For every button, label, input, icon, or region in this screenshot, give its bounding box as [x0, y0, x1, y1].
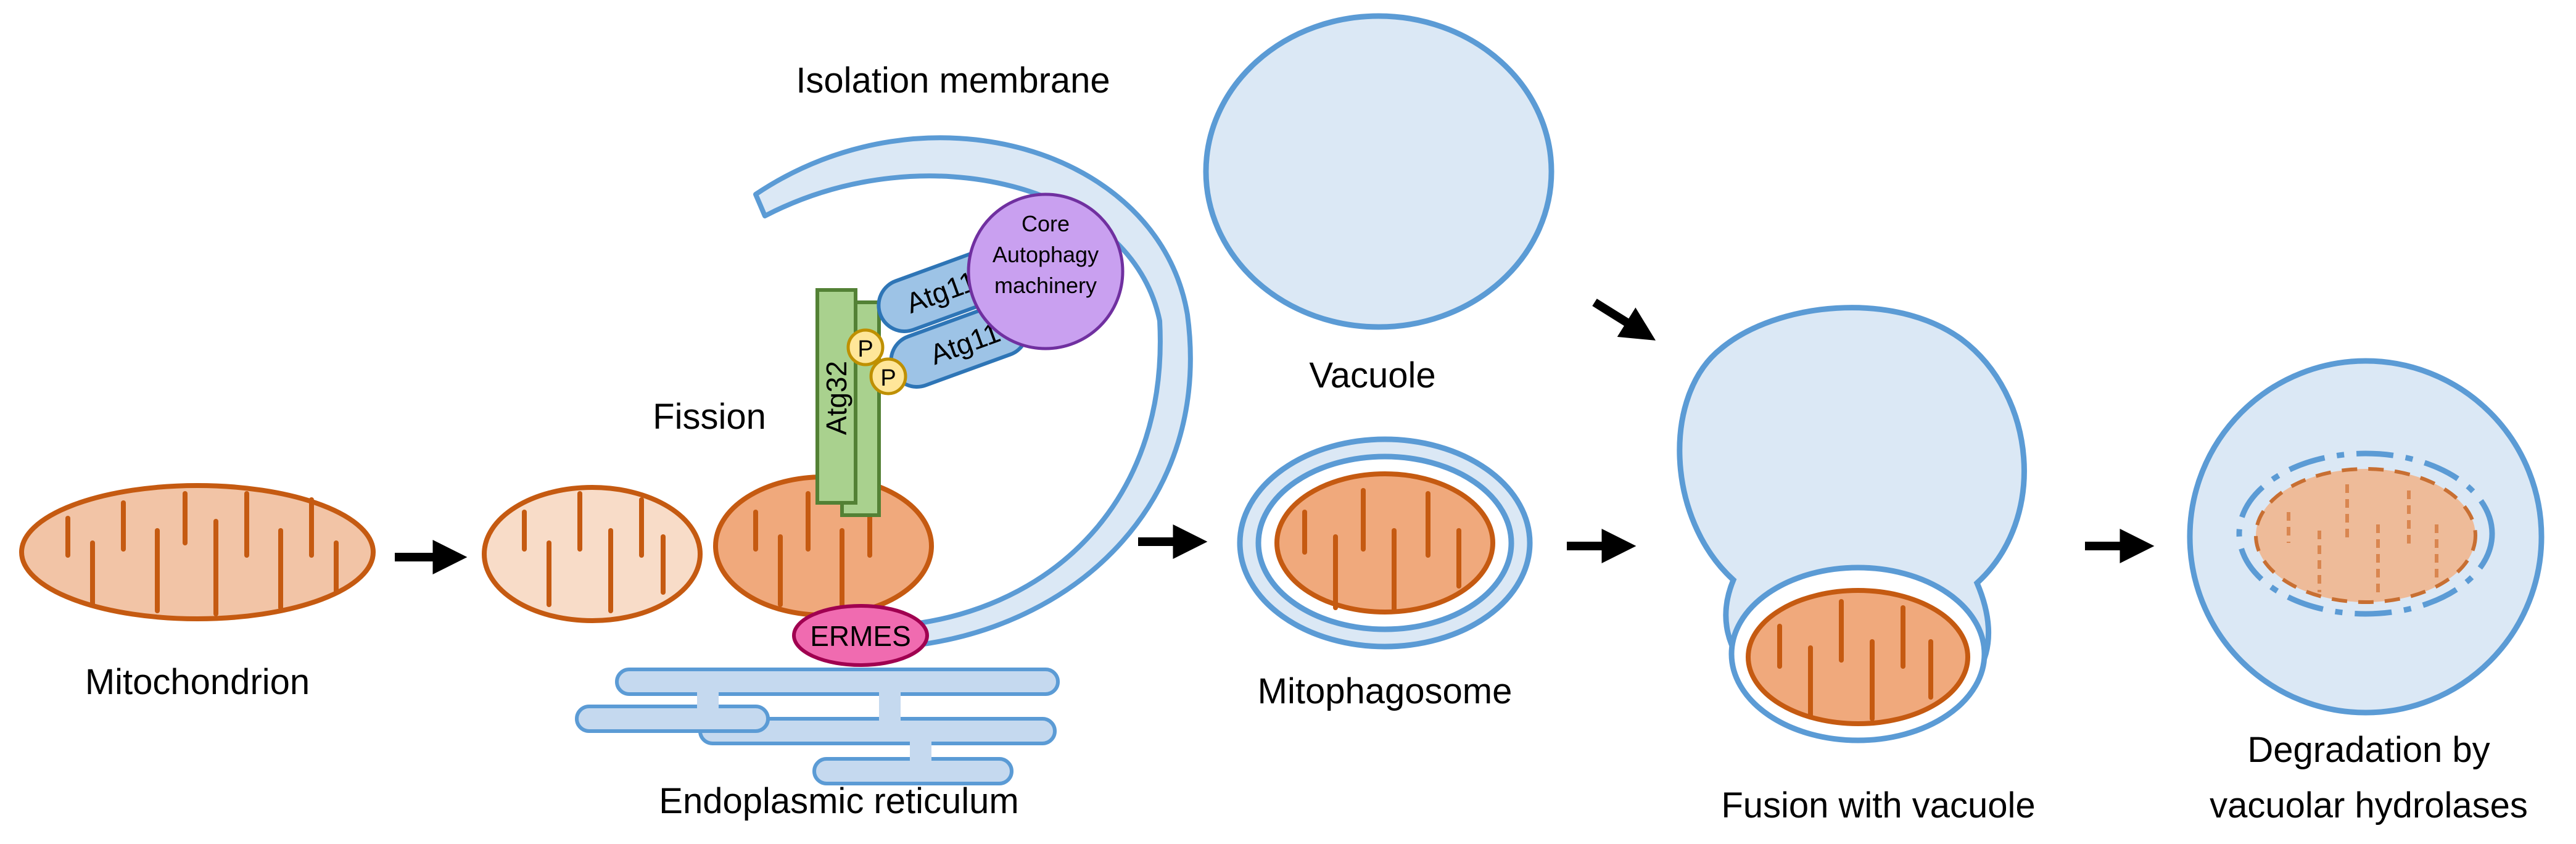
core-autophagy-machinery: Core Autophagy machinery	[967, 192, 1125, 350]
mitochondrion-fragment-light	[482, 485, 703, 623]
mitophagosome	[1237, 436, 1533, 650]
degradation-vacuole	[2187, 358, 2545, 716]
core-line2: Autophagy	[993, 242, 1099, 267]
label-mitochondrion: Mitochondrion	[85, 662, 310, 702]
core-line1: Core	[1022, 211, 1070, 236]
label-degradation-line2: vacuolar hydrolases	[2210, 785, 2528, 825]
phosphate-1-label: P	[857, 336, 873, 362]
vacuole	[1203, 13, 1554, 330]
mitochondrion-1	[19, 483, 376, 621]
arrow-3	[1592, 299, 1656, 341]
label-fusion: Fusion with vacuole	[1721, 785, 2035, 825]
label-er: Endoplasmic reticulum	[659, 781, 1018, 821]
core-line3: machinery	[994, 273, 1097, 298]
fused-vacuole	[1677, 305, 2027, 743]
endoplasmic-reticulum	[575, 668, 1060, 785]
atg32-label: Atg32	[820, 361, 852, 435]
label-isolation-membrane: Isolation membrane	[796, 60, 1110, 101]
label-fission: Fission	[653, 397, 766, 437]
ermes-label: ERMES	[810, 620, 911, 652]
label-vacuole: Vacuole	[1309, 355, 1435, 395]
ermes-complex: ERMES	[792, 604, 929, 667]
label-degradation-line1: Degradation by	[2247, 730, 2490, 770]
atg32-receptor: Atg32	[815, 288, 881, 517]
phosphate-1: P	[846, 328, 885, 366]
phosphate-2: P	[869, 357, 907, 395]
label-mitophagosome: Mitophagosome	[1258, 671, 1513, 711]
phosphate-2-label: P	[880, 365, 896, 391]
